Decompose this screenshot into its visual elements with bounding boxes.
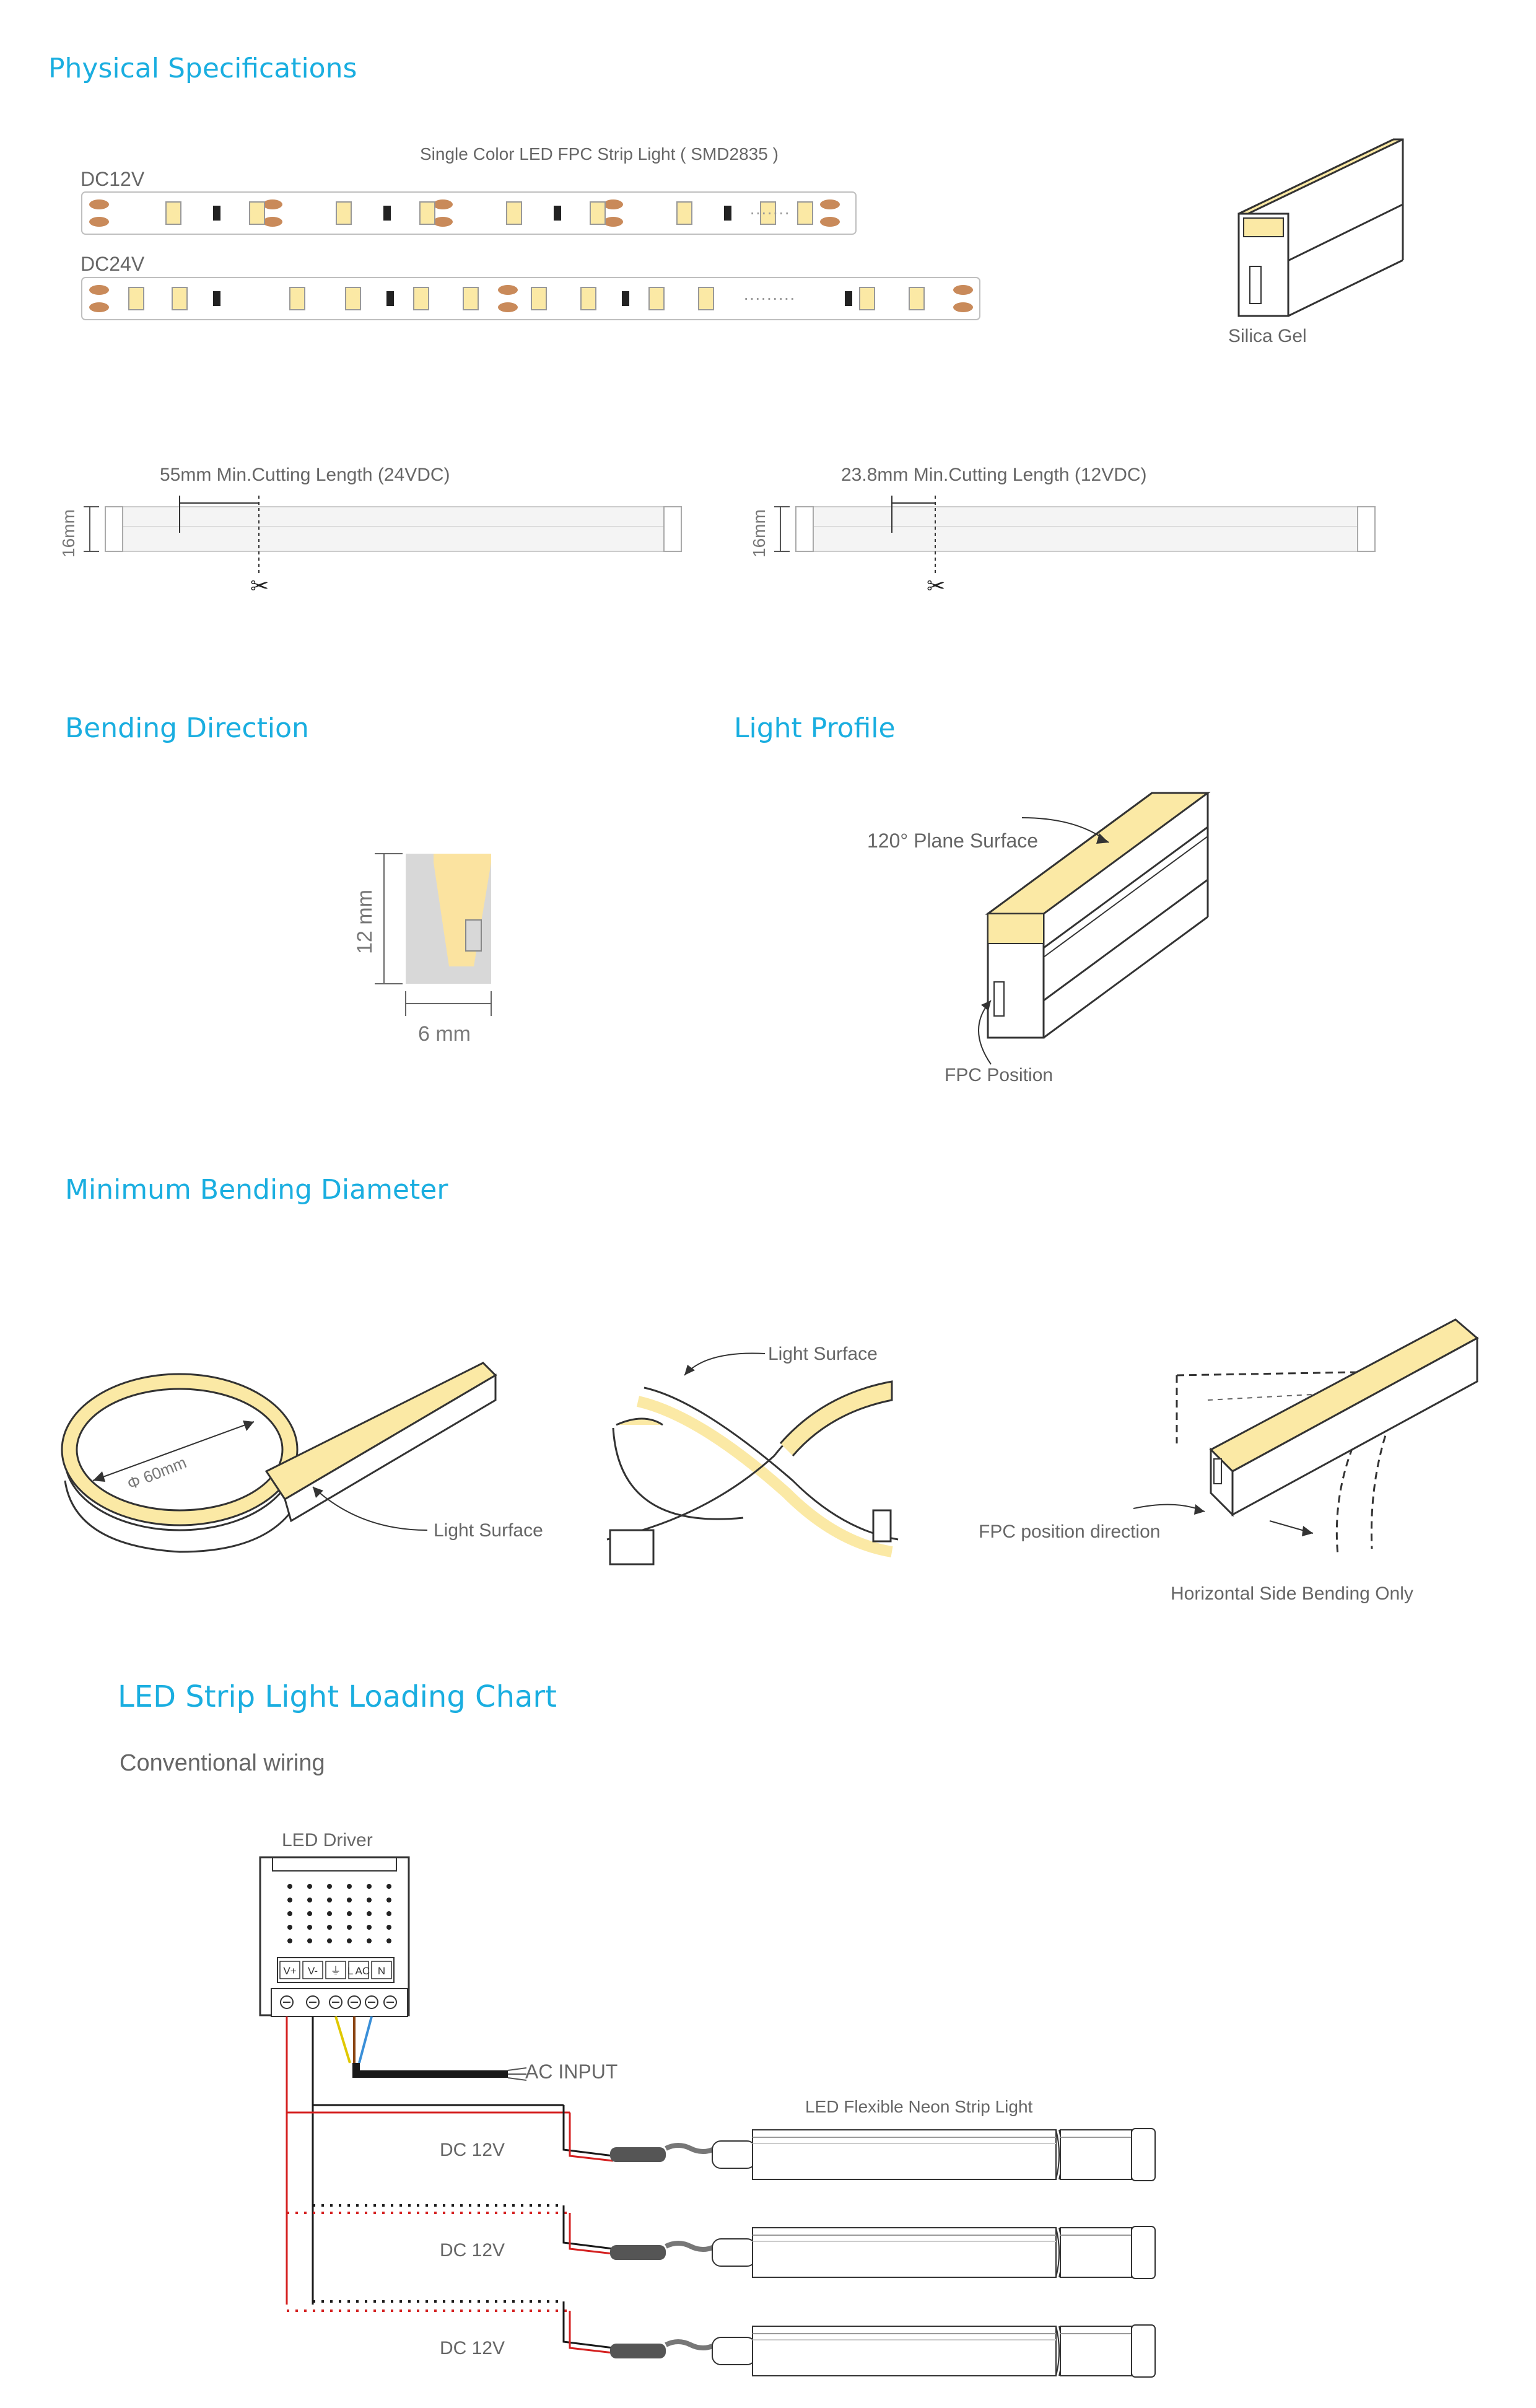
minimum-bending-diameter-title: Minimum Bending Diameter: [65, 1174, 448, 1206]
light-surface-label-1: Light Surface: [434, 1520, 543, 1541]
light-profile-drawing: [978, 792, 1211, 1065]
fpc-direction-label: FPC position direction: [979, 1521, 1160, 1542]
terminal-label: V-: [308, 1965, 318, 1977]
plane-surface-label: 120° Plane Surface: [867, 830, 1038, 852]
neon-strips: [610, 2128, 1156, 2378]
bending-direction-title: Bending Direction: [65, 712, 309, 744]
svg-text:·········: ·········: [743, 288, 795, 307]
fpc-position-label: FPC Position: [945, 1065, 1053, 1085]
bending-cross-section: [375, 853, 492, 1016]
dc-label-1: DC 12V: [440, 2140, 505, 2160]
crossed-bend-drawing: [606, 1352, 899, 1565]
height-16mm-right: 16mm: [749, 509, 769, 558]
horizontal-bend-drawing: [1133, 1318, 1479, 1556]
cut-length-24v-diagram: ✂: [84, 496, 682, 598]
cut-length-12v-diagram: ✂: [774, 496, 1376, 598]
strip-title: Single Color LED FPC Strip Light ( SMD28…: [420, 144, 779, 164]
bending-width-label: 6 mm: [418, 1022, 471, 1046]
svg-text:·······: ·······: [749, 203, 790, 222]
dc24-label: DC24V: [81, 253, 145, 275]
loop-bend-drawing: [61, 1362, 497, 1553]
svg-text:✂: ✂: [250, 573, 269, 598]
dc-label-3: DC 12V: [440, 2338, 505, 2358]
loading-chart-title: LED Strip Light Loading Chart: [118, 1679, 557, 1714]
silica-gel-label: Silica Gel: [1228, 326, 1307, 346]
neon-strip-label: LED Flexible Neon Strip Light: [805, 2097, 1033, 2116]
diameter-label: Φ 60mm: [124, 1453, 189, 1493]
bending-height-label: 12 mm: [353, 890, 377, 954]
physical-specifications-title: Physical Specifications: [48, 53, 357, 84]
terminal-label: N: [378, 1965, 385, 1977]
light-profile-title: Light Profile: [734, 712, 896, 744]
dc12-led-strip: ·······: [81, 191, 857, 235]
ac-input-label: AC INPUT: [525, 2060, 617, 2083]
cut-length-24v-label: 55mm Min.Cutting Length (24VDC): [160, 465, 450, 485]
height-16mm-left: 16mm: [59, 509, 78, 558]
silica-gel-profile-drawing: [1237, 138, 1404, 317]
dc24-led-strip: ·········: [81, 277, 980, 320]
terminal-label: V+: [283, 1965, 296, 1977]
led-driver-label: LED Driver: [282, 1830, 373, 1850]
svg-text:✂: ✂: [927, 573, 945, 598]
horizontal-only-label: Horizontal Side Bending Only: [1171, 1583, 1413, 1604]
wiring: [286, 2016, 614, 2354]
dc-label-2: DC 12V: [440, 2240, 505, 2261]
cut-length-12v-label: 23.8mm Min.Cutting Length (12VDC): [841, 465, 1147, 485]
light-surface-label-2: Light Surface: [768, 1344, 878, 1364]
led-driver-box: V+ V- ⏚ L AC N: [259, 1856, 410, 2017]
terminal-label: ⏚: [331, 1965, 341, 1977]
conventional-wiring-subtitle: Conventional wiring: [120, 1750, 325, 1776]
dc12-label: DC12V: [81, 168, 145, 190]
terminal-label: L AC: [347, 1965, 370, 1977]
